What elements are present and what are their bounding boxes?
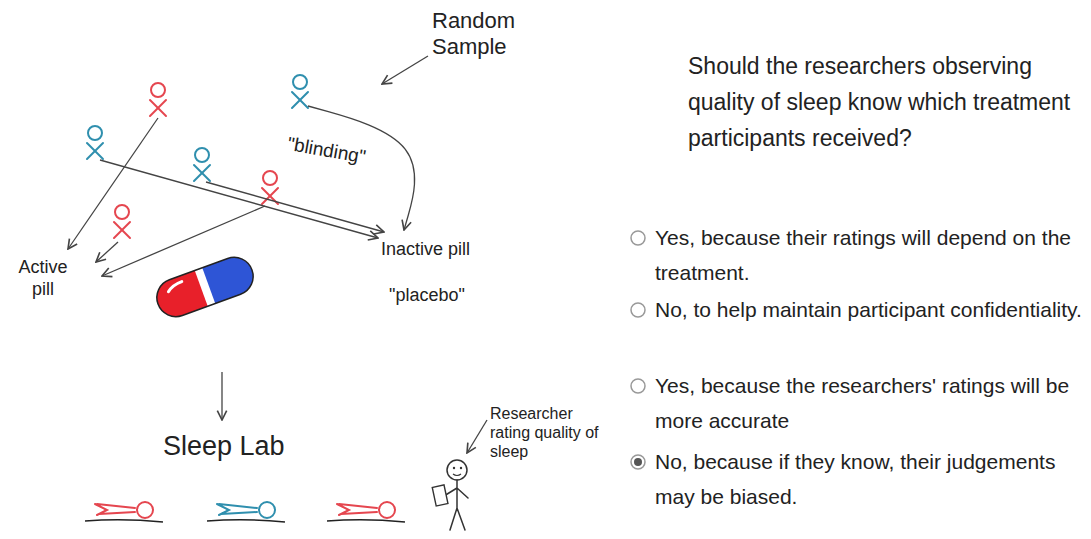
sleeping-figure	[379, 502, 395, 518]
stick-figure	[87, 126, 103, 159]
answer-option: No, to help maintain participant confide…	[655, 292, 1083, 327]
sleeping-figure	[207, 502, 285, 522]
label: Inactive pill	[378, 238, 473, 260]
label: Sleep Lab	[163, 430, 323, 462]
arrows	[68, 56, 487, 453]
stick-figure	[292, 92, 308, 108]
radio-selected	[634, 458, 642, 466]
researcher-figure	[444, 480, 468, 530]
stick-figure	[263, 171, 277, 185]
researcher-figure	[453, 467, 455, 469]
sleeping-figure	[259, 502, 275, 518]
label: Should the researchers observing quality…	[688, 48, 1083, 156]
arrow-line	[308, 106, 415, 230]
sleeping-figure	[95, 504, 135, 515]
arrow-line	[100, 160, 378, 238]
arrow-line	[221, 372, 222, 420]
label: Active pill	[12, 256, 74, 300]
answer-option: Yes, because their ratings will depend o…	[655, 220, 1083, 290]
stick-figure	[150, 100, 166, 116]
radio-button	[631, 379, 645, 393]
stick-figure	[194, 165, 210, 181]
sleeping-figure	[217, 504, 257, 515]
sleeping-figure	[85, 520, 163, 522]
stick-figure	[194, 148, 210, 181]
arrow-line	[206, 182, 384, 232]
stick-figure	[115, 205, 129, 219]
pill-capsule	[167, 282, 184, 292]
researcher-figure	[432, 460, 468, 530]
stick-figure	[292, 92, 308, 108]
radio-button	[631, 231, 645, 245]
stick-figure	[88, 126, 102, 140]
stick-figure	[114, 205, 130, 238]
researcher-figure	[453, 474, 461, 476]
stick-figure	[195, 148, 209, 162]
sleeping-figure	[327, 502, 405, 522]
stick-figure	[150, 83, 166, 116]
radio-button	[631, 455, 645, 469]
stick-figure	[151, 83, 165, 97]
stick-figure	[114, 222, 130, 238]
label: "placebo"	[372, 284, 482, 306]
stick-figure	[293, 75, 307, 89]
researcher-figure	[460, 467, 462, 469]
label: Random Sample	[432, 8, 532, 60]
sleeping-figure	[207, 520, 285, 522]
researcher-figure	[447, 460, 467, 480]
pill-capsule	[195, 268, 216, 306]
arrow-line	[96, 242, 118, 262]
answer-option: No, because if they know, their judgemen…	[655, 444, 1083, 514]
radio-buttons	[631, 231, 645, 469]
pill-capsule	[152, 252, 259, 322]
stick-figure	[150, 100, 166, 116]
sleeping-figure	[137, 502, 153, 518]
stick-figure	[87, 143, 103, 159]
pill-capsule	[152, 252, 259, 322]
arrow-line	[382, 56, 428, 84]
pill-capsule	[152, 252, 259, 322]
sleeping-figure	[327, 520, 405, 522]
stick-figure	[87, 143, 103, 159]
label: Researcher rating quality of sleep	[490, 404, 608, 461]
sleeping-figure	[337, 504, 377, 515]
radio-button	[631, 303, 645, 317]
label: "blinding"	[286, 132, 384, 171]
sleeping-figure	[85, 502, 163, 522]
stick-figure	[292, 75, 308, 108]
stick-figure	[194, 165, 210, 181]
stick-figure	[114, 222, 130, 238]
arrow-line	[68, 118, 158, 249]
answer-option: Yes, because the researchers' ratings wi…	[655, 368, 1083, 438]
researcher-figure	[432, 485, 448, 506]
arrow-line	[467, 420, 487, 453]
